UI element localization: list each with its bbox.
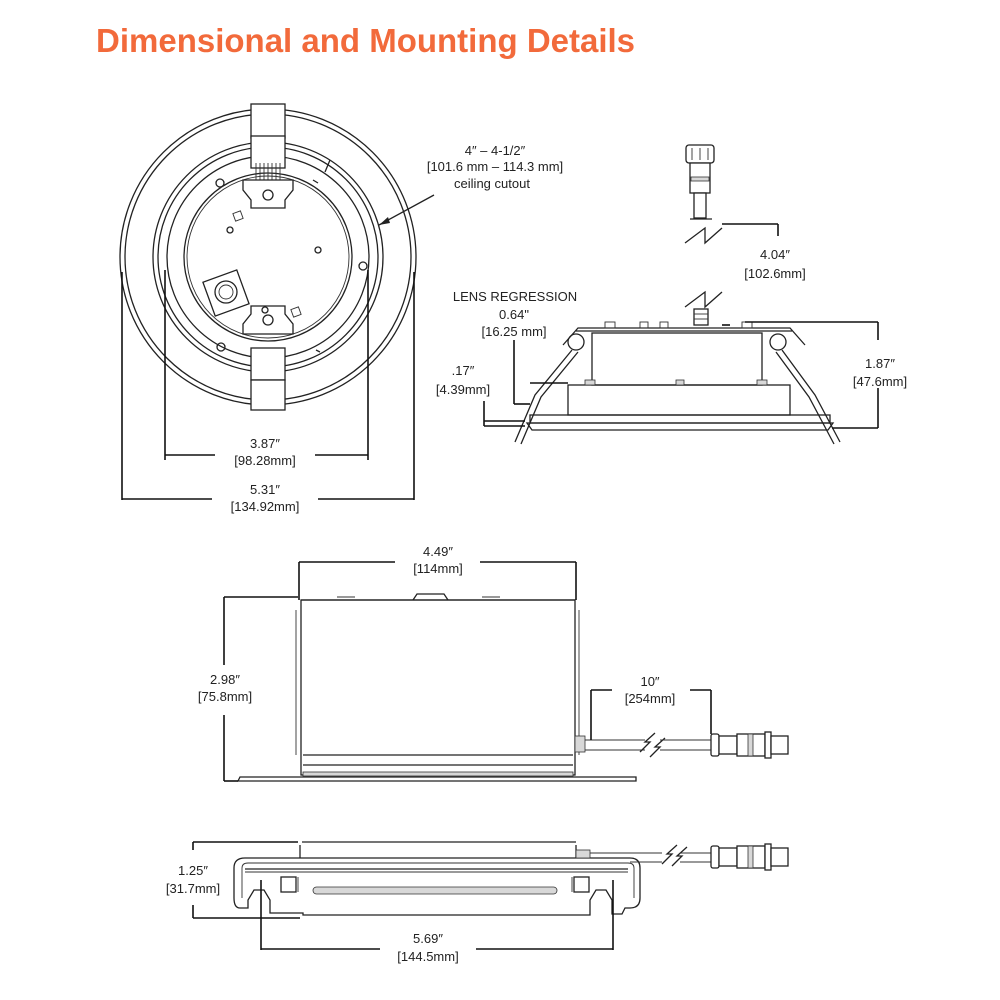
height-mm: [47.6mm] [853,374,907,389]
junction-box-top-drawing [192,841,789,950]
top-view-drawing [119,103,435,500]
side-view-drawing [483,144,879,445]
box-depth-inches: 1.25″ [178,863,208,878]
connector-length-mm: [102.6mm] [744,266,805,281]
page-title: Dimensional and Mounting Details [96,22,636,59]
connector-length-inches: 4.04″ [760,247,790,262]
cutout-inches-label: 4″ – 4-1/2″ [465,143,526,158]
outer-diameter-mm: [134.92mm] [231,499,300,514]
flange-inches: .17″ [452,363,475,378]
box-depth-mm: [31.7mm] [166,881,220,896]
outer-diameter-inches: 5.31″ [250,482,280,497]
mounting-span-inches: 5.69″ [413,931,443,946]
box-width-inches: 4.49″ [423,544,453,559]
junction-box-front-drawing [223,561,789,782]
ceiling-cutout-note: ceiling cutout [454,176,530,191]
inner-diameter-mm: [98.28mm] [234,453,295,468]
box-height-mm: [75.8mm] [198,689,252,704]
mounting-span-mm: [144.5mm] [397,949,458,964]
height-inches: 1.87″ [865,356,895,371]
flange-mm: [4.39mm] [436,382,490,397]
lens-regression-inches: 0.64" [499,307,529,322]
lead-length-mm: [254mm] [625,691,676,706]
box-height-inches: 2.98″ [210,672,240,687]
lens-regression-mm: [16.25 mm] [481,324,546,339]
inner-diameter-inches: 3.87″ [250,436,280,451]
cutout-mm-label: [101.6 mm – 114.3 mm] [427,159,563,174]
box-width-mm: [114mm] [413,561,463,576]
lens-regression-label: LENS REGRESSION [453,289,577,304]
lead-length-inches: 10″ [640,674,659,689]
